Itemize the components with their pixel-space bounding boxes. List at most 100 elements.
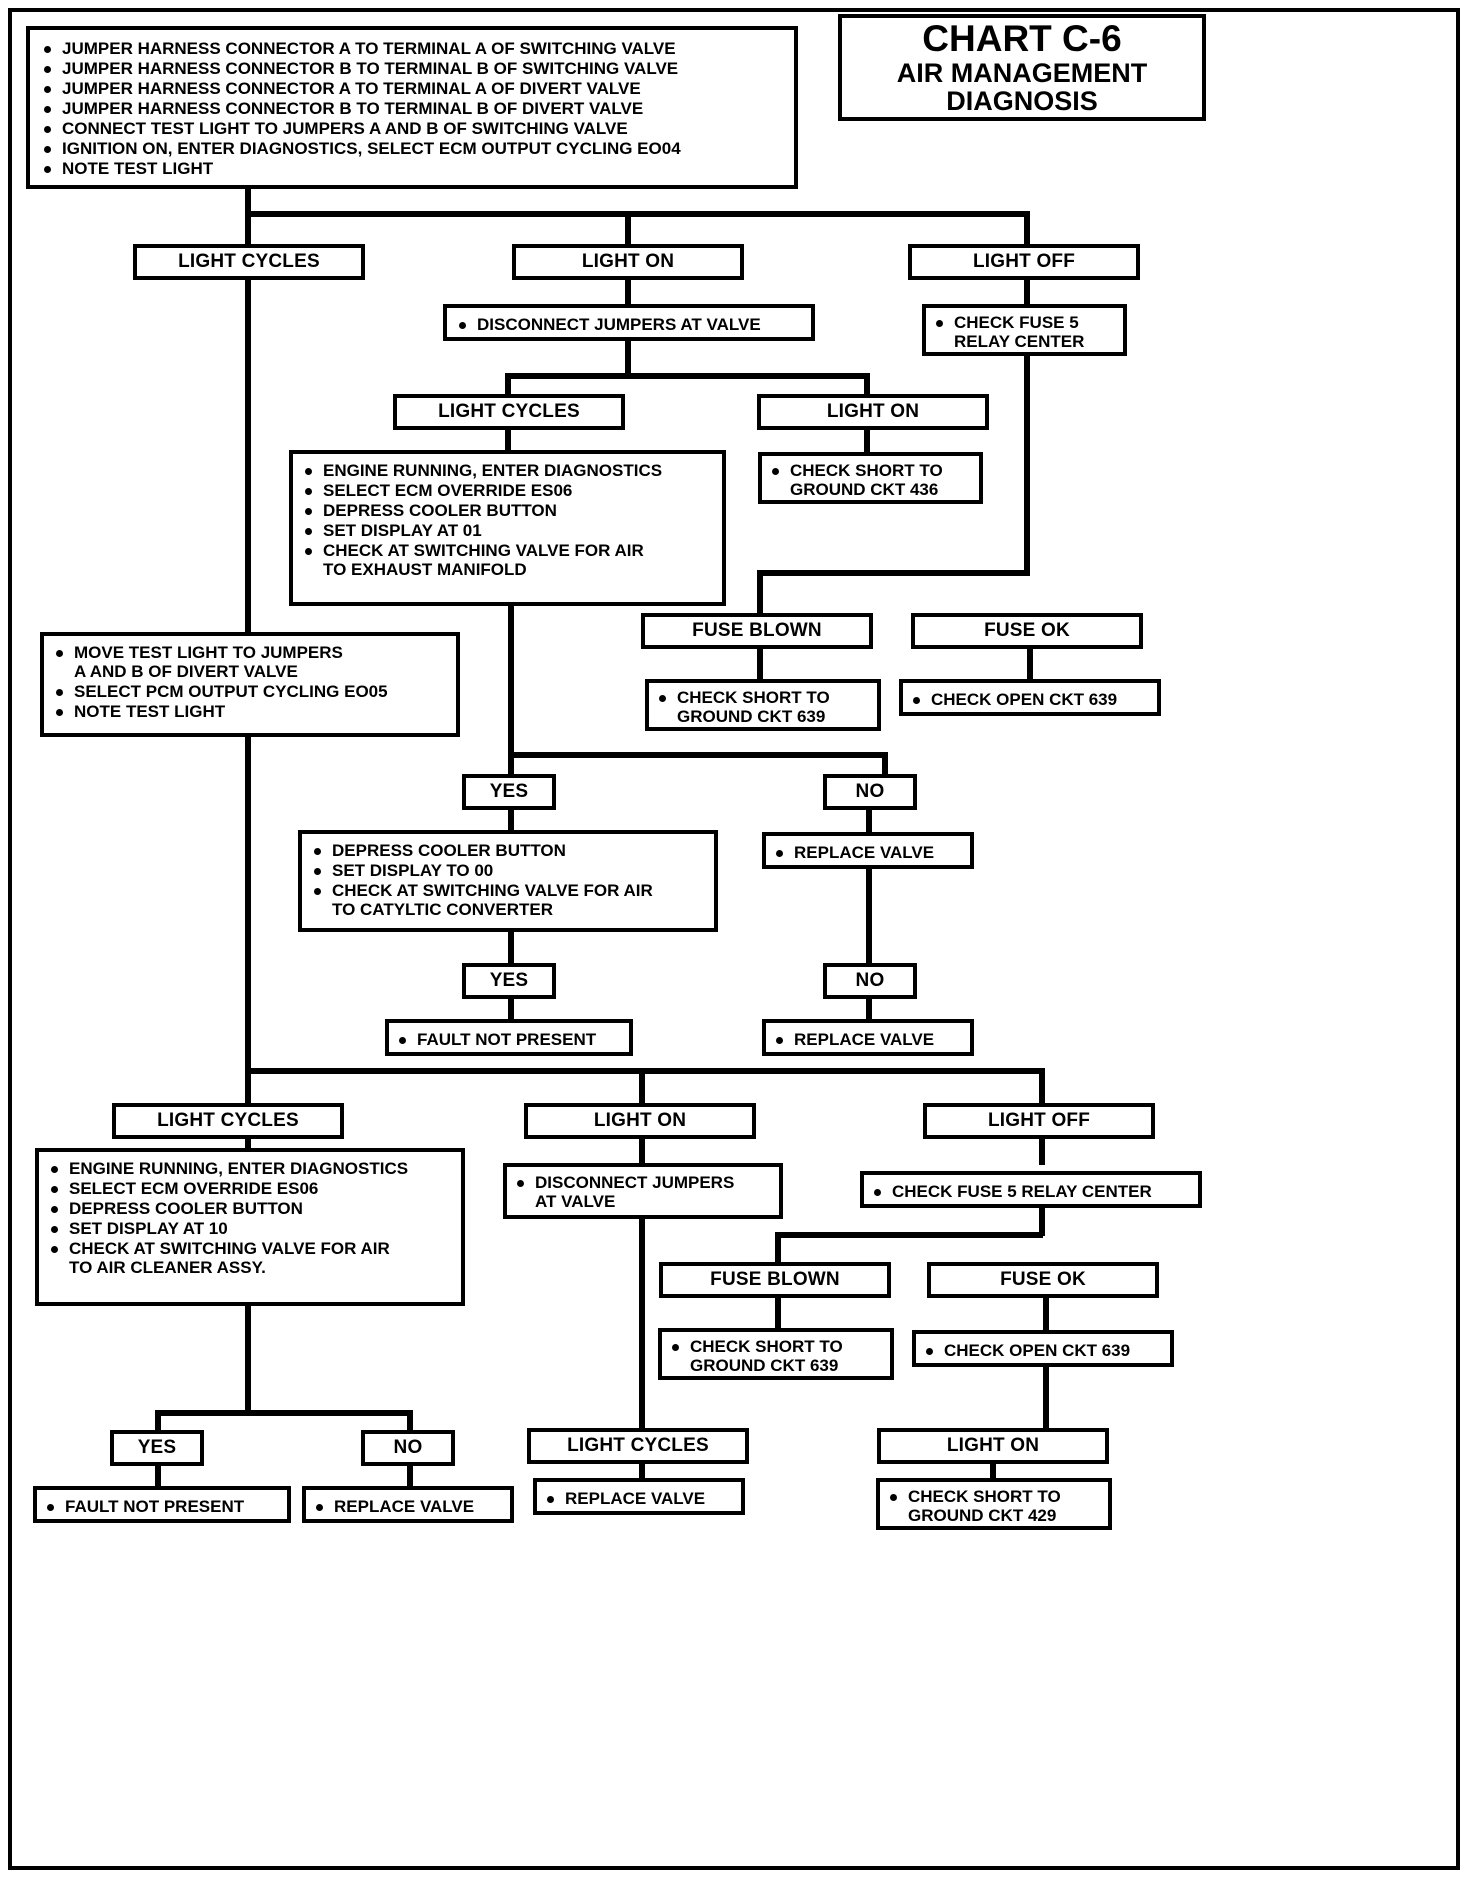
connector	[155, 1466, 161, 1488]
instruction: NOTE TEST LIGHT	[54, 702, 448, 721]
box-check-open-ckt-639-a: CHECK OPEN CKT 639	[899, 679, 1161, 716]
chart-border	[8, 8, 1460, 1870]
connector	[775, 1298, 781, 1330]
instruction: CHECK SHORT TO GROUND CKT 639	[657, 688, 871, 726]
instruction: SET DISPLAY TO 00	[312, 861, 706, 880]
connector	[866, 869, 872, 964]
connector	[505, 373, 511, 395]
instruction: DEPRESS COOLER BUTTON	[312, 841, 706, 860]
box-replace-valve-3: REPLACE VALVE	[302, 1486, 514, 1523]
instruction: DEPRESS COOLER BUTTON	[303, 501, 714, 520]
intro-steps-box: JUMPER HARNESS CONNECTOR A TO TERMINAL A…	[26, 26, 798, 189]
node-label: LIGHT CYCLES	[178, 251, 320, 273]
box-depress-cooler-00: DEPRESS COOLER BUTTON SET DISPLAY TO 00 …	[298, 830, 718, 932]
connector	[505, 430, 511, 452]
box-check-fuse5-relay-center-2: CHECK FUSE 5 RELAY CENTER	[860, 1171, 1202, 1208]
node-light-cycles-3: LIGHT CYCLES	[112, 1103, 344, 1139]
instruction-line1: MOVE TEST LIGHT TO JUMPERS	[74, 643, 343, 662]
connector	[866, 999, 872, 1021]
instruction-line1: CHECK SHORT TO	[677, 688, 830, 707]
instruction: REPLACE VALVE	[545, 1489, 735, 1508]
instruction-line2: GROUND CKT 639	[690, 1356, 839, 1376]
instruction: CHECK OPEN CKT 639	[924, 1341, 1164, 1360]
node-light-off-3: LIGHT OFF	[923, 1103, 1155, 1139]
instruction-line2: GROUND CKT 639	[677, 707, 826, 727]
instruction-line1: CHECK AT SWITCHING VALVE FOR AIR	[69, 1239, 390, 1259]
node-label: NO	[393, 1437, 423, 1459]
box-disconnect-jumpers-1: DISCONNECT JUMPERS AT VALVE	[443, 304, 815, 341]
node-fuse-ok-1: FUSE OK	[911, 613, 1143, 649]
instruction: ENGINE RUNNING, ENTER DIAGNOSTICS	[49, 1159, 453, 1178]
connector	[990, 1464, 996, 1486]
node-label: NO	[855, 970, 885, 992]
instruction: FAULT NOT PRESENT	[45, 1497, 281, 1516]
intro-step: JUMPER HARNESS CONNECTOR B TO TERMINAL B…	[42, 59, 784, 78]
node-label: LIGHT CYCLES	[567, 1435, 709, 1457]
connector	[508, 810, 514, 832]
node-label: LIGHT ON	[593, 1110, 687, 1132]
node-fuse-blown-2: FUSE BLOWN	[659, 1262, 891, 1298]
intro-step: IGNITION ON, ENTER DIAGNOSTICS, SELECT E…	[42, 139, 784, 158]
instruction-line2: TO AIR CLEANER ASSY.	[69, 1258, 266, 1278]
box-engine-running-01: ENGINE RUNNING, ENTER DIAGNOSTICS SELECT…	[289, 450, 726, 606]
chart-subtitle-line2: DIAGNOSIS	[946, 85, 1098, 116]
connector-bus	[155, 1410, 413, 1416]
box-fault-not-present-2: FAULT NOT PRESENT	[33, 1486, 291, 1523]
chart-subtitle: AIR MANAGEMENT DIAGNOSIS	[896, 57, 1148, 116]
node-label: LIGHT ON	[581, 251, 675, 273]
connector	[625, 341, 631, 377]
connector	[508, 606, 514, 756]
connector	[1043, 1367, 1049, 1431]
box-check-short-ground-639-a: CHECK SHORT TO GROUND CKT 639	[645, 679, 881, 731]
instruction-line1: DISCONNECT JUMPERS	[535, 1173, 735, 1192]
box-replace-valve-1: REPLACE VALVE	[762, 832, 974, 869]
connector	[866, 810, 872, 832]
node-label: LIGHT CYCLES	[157, 1110, 299, 1132]
instruction: CHECK SHORT TO GROUND CKT 436	[770, 461, 973, 499]
chart-title-block: CHART C-6 AIR MANAGEMENT DIAGNOSIS	[838, 14, 1206, 121]
connector	[407, 1410, 413, 1432]
connector	[775, 1232, 781, 1264]
instruction: REPLACE VALVE	[774, 1030, 964, 1049]
connector	[625, 211, 631, 246]
connector	[864, 430, 870, 452]
connector-bus	[245, 1068, 1045, 1074]
node-light-on-2: LIGHT ON	[757, 394, 989, 430]
box-check-short-ground-436: CHECK SHORT TO GROUND CKT 436	[758, 452, 983, 504]
instruction-line1: CHECK SHORT TO	[908, 1487, 1061, 1506]
instruction: DISCONNECT JUMPERS AT VALVE	[515, 1173, 773, 1211]
connector	[245, 211, 251, 246]
instruction-line1: CHECK SHORT TO	[790, 461, 943, 480]
intro-step: JUMPER HARNESS CONNECTOR A TO TERMINAL A…	[42, 79, 784, 98]
node-label: LIGHT OFF	[972, 251, 1076, 273]
chart-subtitle-line1: AIR MANAGEMENT	[896, 57, 1148, 88]
instruction: CHECK FUSE 5 RELAY CENTER	[934, 313, 1117, 351]
connector	[882, 752, 888, 776]
instruction-line1: CHECK SHORT TO	[690, 1337, 843, 1356]
box-replace-valve-4: REPLACE VALVE	[533, 1478, 745, 1515]
connector	[1024, 211, 1030, 246]
instruction-line2: TO CATYLTIC CONVERTER	[332, 900, 553, 920]
node-light-cycles-1: LIGHT CYCLES	[133, 244, 365, 280]
chart-number: CHART C-6	[922, 17, 1122, 59]
node-light-on-3: LIGHT ON	[524, 1103, 756, 1139]
instruction-line1: CHECK FUSE 5	[954, 313, 1079, 332]
node-no-3: NO	[361, 1430, 455, 1466]
connector	[508, 932, 514, 964]
instruction: DEPRESS COOLER BUTTON	[49, 1199, 453, 1218]
box-engine-running-10: ENGINE RUNNING, ENTER DIAGNOSTICS SELECT…	[35, 1148, 465, 1306]
connector	[1043, 1298, 1049, 1330]
connector	[407, 1466, 413, 1488]
connector	[639, 1139, 645, 1165]
connector	[1024, 356, 1030, 572]
node-label: LIGHT ON	[946, 1435, 1040, 1457]
node-yes-2: YES	[462, 963, 556, 999]
node-label: FUSE OK	[984, 620, 1070, 642]
instruction-line1: CHECK AT SWITCHING VALVE FOR AIR	[332, 881, 653, 901]
node-light-on-1: LIGHT ON	[512, 244, 744, 280]
connector-bus	[505, 373, 870, 379]
box-disconnect-jumpers-2: DISCONNECT JUMPERS AT VALVE	[503, 1163, 783, 1219]
intro-step: JUMPER HARNESS CONNECTOR A TO TERMINAL A…	[42, 39, 784, 58]
node-light-on-4: LIGHT ON	[877, 1428, 1109, 1464]
